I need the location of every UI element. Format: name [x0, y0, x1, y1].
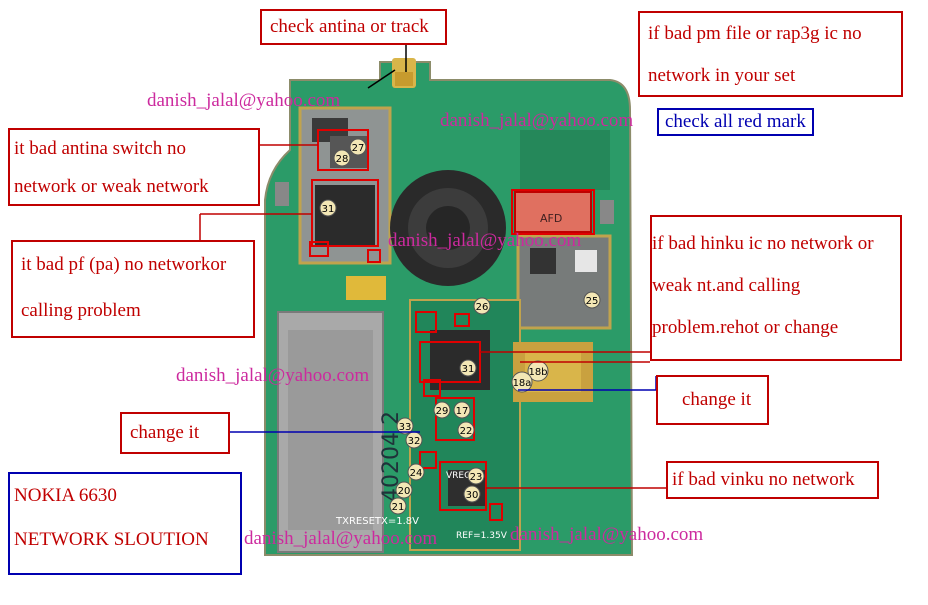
pm-file-note: if bad pm file or rap3g ic no network in… — [638, 11, 903, 97]
email-watermark-4: danish_jalal@yahoo.com — [176, 365, 370, 386]
check-all-label: check all red mark — [657, 108, 814, 136]
svg-text:26: 26 — [476, 302, 489, 313]
email-watermark-2: danish_jalal@yahoo.com — [440, 110, 634, 131]
vreg2-silk: VREG2 — [446, 471, 477, 481]
vinku-text: if bad vinku no network — [672, 469, 855, 490]
hinku-note: if bad hinku ic no network or weak nt.an… — [650, 215, 902, 361]
hinku-line-2: weak nt.and calling — [652, 275, 801, 296]
marker-18a: 18a — [511, 371, 533, 393]
marker-21: 21 — [389, 497, 407, 515]
marker-18b: 18b — [527, 360, 549, 382]
email-watermark-6: danish_jalal@yahoo.com — [510, 524, 704, 545]
marker-29: 29 — [433, 401, 451, 419]
marker-32: 32 — [405, 431, 423, 449]
marker-31b: 31 — [459, 359, 477, 377]
svg-text:18a: 18a — [513, 378, 532, 389]
marker-26: 26 — [473, 297, 491, 315]
ref-silk: REF=1.35V — [456, 531, 508, 541]
svg-text:30: 30 — [466, 490, 479, 501]
marker-23: 23 — [467, 467, 485, 485]
svg-text:29: 29 — [436, 406, 449, 417]
title-line-1: NOKIA 6630 — [14, 485, 117, 506]
check-antenna-note: check antina or track — [260, 9, 447, 45]
afd-silk: AFD — [540, 212, 562, 225]
marker-25: 25 — [583, 291, 601, 309]
change-left-text: change it — [130, 422, 200, 443]
change-right-note: change it — [656, 375, 769, 425]
afd-chip — [514, 191, 592, 233]
email-watermark-5: danish_jalal@yahoo.com — [244, 528, 438, 549]
svg-text:18b: 18b — [528, 367, 547, 378]
marker-28: 28 — [333, 149, 351, 167]
change-left-note: change it — [120, 412, 230, 454]
pf-pa-line-2: calling problem — [21, 300, 141, 321]
antenna-switch-line-1: it bad antina switch no — [14, 138, 187, 159]
marker-31a: 31 — [319, 199, 337, 217]
pf-pa-line-1: it bad pf (pa) no networkor — [21, 254, 227, 275]
component-markers: 27 28 31 26 25 31 18b 18a 29 17 22 33 32… — [319, 138, 601, 515]
pm-file-line-2: network in your set — [648, 65, 796, 86]
txreset-silk: TXRESETX=1.8V — [335, 516, 419, 527]
marker-17: 17 — [453, 401, 471, 419]
svg-text:24: 24 — [410, 468, 423, 479]
svg-text:32: 32 — [408, 436, 421, 447]
svg-text:33: 33 — [399, 422, 412, 433]
svg-text:21: 21 — [392, 502, 405, 513]
svg-text:27: 27 — [352, 143, 365, 154]
red-marks — [309, 129, 595, 521]
check-antenna-text: check antina or track — [270, 16, 429, 37]
marker-33: 33 — [396, 417, 414, 435]
marker-30: 30 — [463, 485, 481, 503]
marker-20: 20 — [395, 481, 413, 499]
marker-27: 27 — [349, 138, 367, 156]
vinku-note: if bad vinku no network — [666, 461, 879, 499]
antenna-switch-note: it bad antina switch no network or weak … — [8, 128, 260, 206]
svg-text:31: 31 — [462, 364, 475, 375]
svg-text:22: 22 — [460, 426, 473, 437]
title-note: NOKIA 6630 NETWORK SLOUTION — [8, 472, 242, 575]
svg-text:23: 23 — [470, 472, 483, 483]
antenna-switch-line-2: network or weak network — [14, 176, 209, 197]
check-all-text: check all red mark — [665, 111, 806, 132]
svg-text:28: 28 — [336, 154, 349, 165]
hinku-line-3: problem.rehot or change — [652, 317, 839, 338]
marker-24: 24 — [407, 463, 425, 481]
email-watermark-1: danish_jalal@yahoo.com — [147, 90, 341, 111]
marker-22: 22 — [457, 421, 475, 439]
svg-text:20: 20 — [398, 486, 411, 497]
title-line-2: NETWORK SLOUTION — [14, 529, 209, 550]
svg-text:25: 25 — [586, 296, 599, 307]
tantalum-capacitor — [346, 276, 386, 300]
pm-file-line-1: if bad pm file or rap3g ic no — [648, 23, 862, 44]
email-watermark-3: danish_jalal@yahoo.com — [388, 230, 582, 251]
hinku-line-1: if bad hinku ic no network or — [652, 233, 874, 254]
svg-text:31: 31 — [322, 204, 335, 215]
svg-text:17: 17 — [456, 406, 469, 417]
pf-pa-note: it bad pf (pa) no networkor calling prob… — [11, 240, 255, 338]
change-right-text: change it — [682, 389, 752, 410]
leader-lines — [199, 144, 668, 489]
